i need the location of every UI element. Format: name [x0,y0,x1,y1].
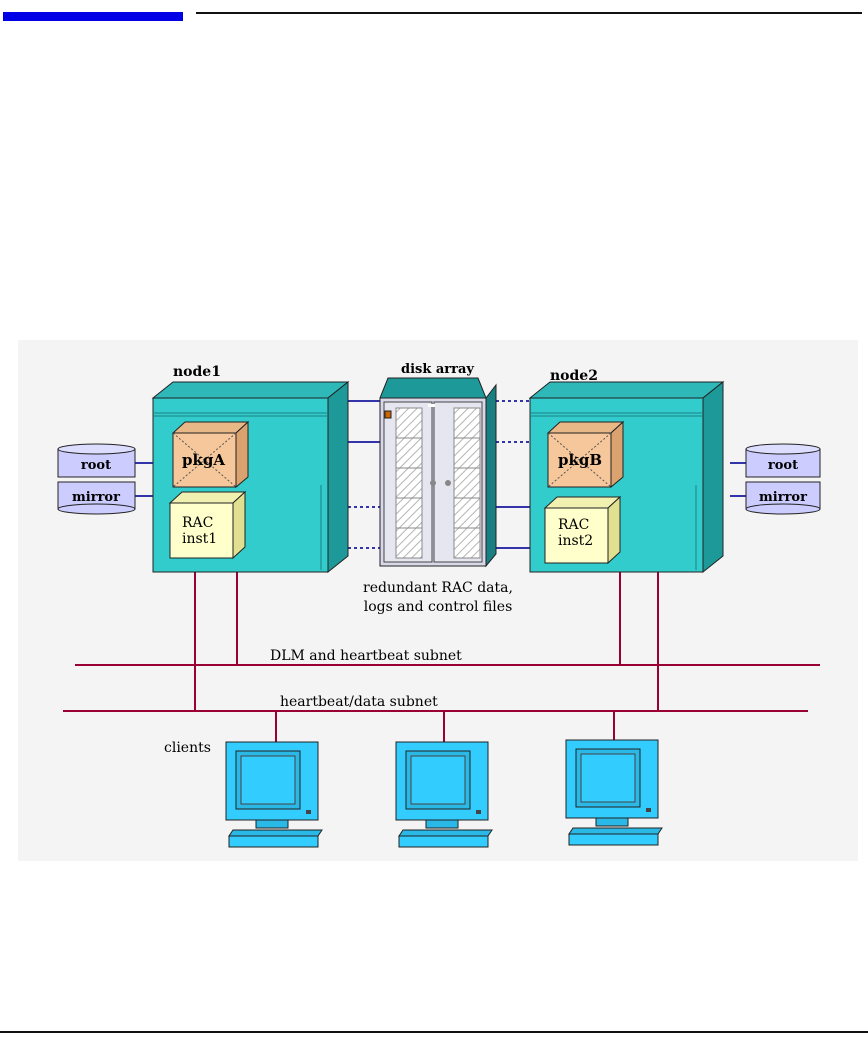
client-2-button [476,810,481,814]
array-top [379,377,487,399]
client-2 [395,741,493,848]
pkgB-side [610,420,624,489]
diagram-panel: node1 pkgA RAC inst1 root mi [18,340,858,861]
client-1-screen [240,755,296,805]
disk-array-label: disk array [401,362,474,377]
client-3-screen [580,753,636,803]
client-3-keyboard [568,833,659,846]
node1-side-face [327,380,349,574]
node1-root-top [57,443,136,455]
node2-mirror-disk: mirror [745,481,821,515]
client-3-stand [595,817,629,827]
pkgA-package: pkgA [171,420,250,489]
inst2-line2: inst2 [558,533,593,549]
dlm-subnet-label: DLM and heartbeat subnet [270,648,462,664]
header-accent-bar [3,12,183,21]
node1-mirror-label: mirror [72,490,120,505]
inst2-front [544,507,609,564]
data-subnet-label: heartbeat/data subnet [280,694,438,710]
array-left-drive-bay [395,407,423,559]
client-2-screen [410,755,466,805]
client-2-keyboard-top [398,829,493,837]
inst2-top [543,496,622,509]
header-rule [196,12,862,14]
node2-root-label: root [768,458,798,473]
disk-array-caption-line2: logs and control files [364,599,513,615]
node1-mirror-disk: mirror [57,481,136,515]
storage-links [135,400,746,549]
pkgB-label: pkgB [558,451,602,469]
node1-mirror-body [57,481,136,510]
inst1-side [232,490,246,560]
network-cables [63,572,820,742]
client-1-stand [255,819,289,829]
clients-label: clients [164,740,211,756]
pkgA-side [235,420,249,489]
array-right-handle [445,480,451,486]
inst1-line1: RAC [182,515,213,531]
footer-rule [0,1031,868,1033]
disk-array: disk array redundant RAC data, logs and … [363,362,513,615]
pkgA-label: pkgA [182,451,225,469]
node1-label: node1 [173,364,221,380]
pkgB-strap-2 [547,432,612,488]
inst2-line1: RAC [558,517,589,533]
node2-root-disk: root [745,443,821,478]
client-1 [225,741,323,848]
inst1-line2: inst1 [182,531,217,547]
array-side [485,383,497,568]
disk-array-caption-line1: redundant RAC data, [363,580,513,596]
array-left-handle [430,480,436,486]
pkgB-package: pkgB [546,420,625,489]
inst1-top [168,491,247,504]
pkgA-strap-2 [172,432,237,488]
pkgA-top [171,421,250,434]
array-drive-dividers [396,437,480,529]
rac-inst2: RAC inst2 [543,495,622,565]
node2-label: node2 [550,368,598,384]
node2-mirror-bottom [745,503,821,515]
client-1-keyboard [228,835,319,848]
client-2-stand [425,819,459,829]
client-2-keyboard [398,835,489,848]
client-3-button [646,808,651,812]
client-1-keyboard-top [228,829,323,837]
node1-root-disk: root [57,443,136,478]
node1-root-label: root [81,458,111,473]
node1-mirror-bottom [57,503,136,515]
node2-side-face [702,380,724,574]
rac-inst1: RAC inst1 [168,490,247,560]
cluster-diagram: node1 pkgA RAC inst1 root mi [57,362,821,848]
pkgB-top [546,421,625,434]
inst2-side [607,495,621,565]
client-3-keyboard-top [568,827,663,835]
array-status-led [384,410,392,419]
node2-mirror-label: mirror [759,490,807,505]
array-right-drive-bay [453,407,481,559]
client-3 [565,739,663,846]
inst1-front [169,502,234,559]
node2-top-face [528,381,725,399]
node1-top-face [151,381,350,399]
array-indicator [428,404,435,407]
node2-root-top [745,443,821,455]
client-1-button [306,810,311,814]
